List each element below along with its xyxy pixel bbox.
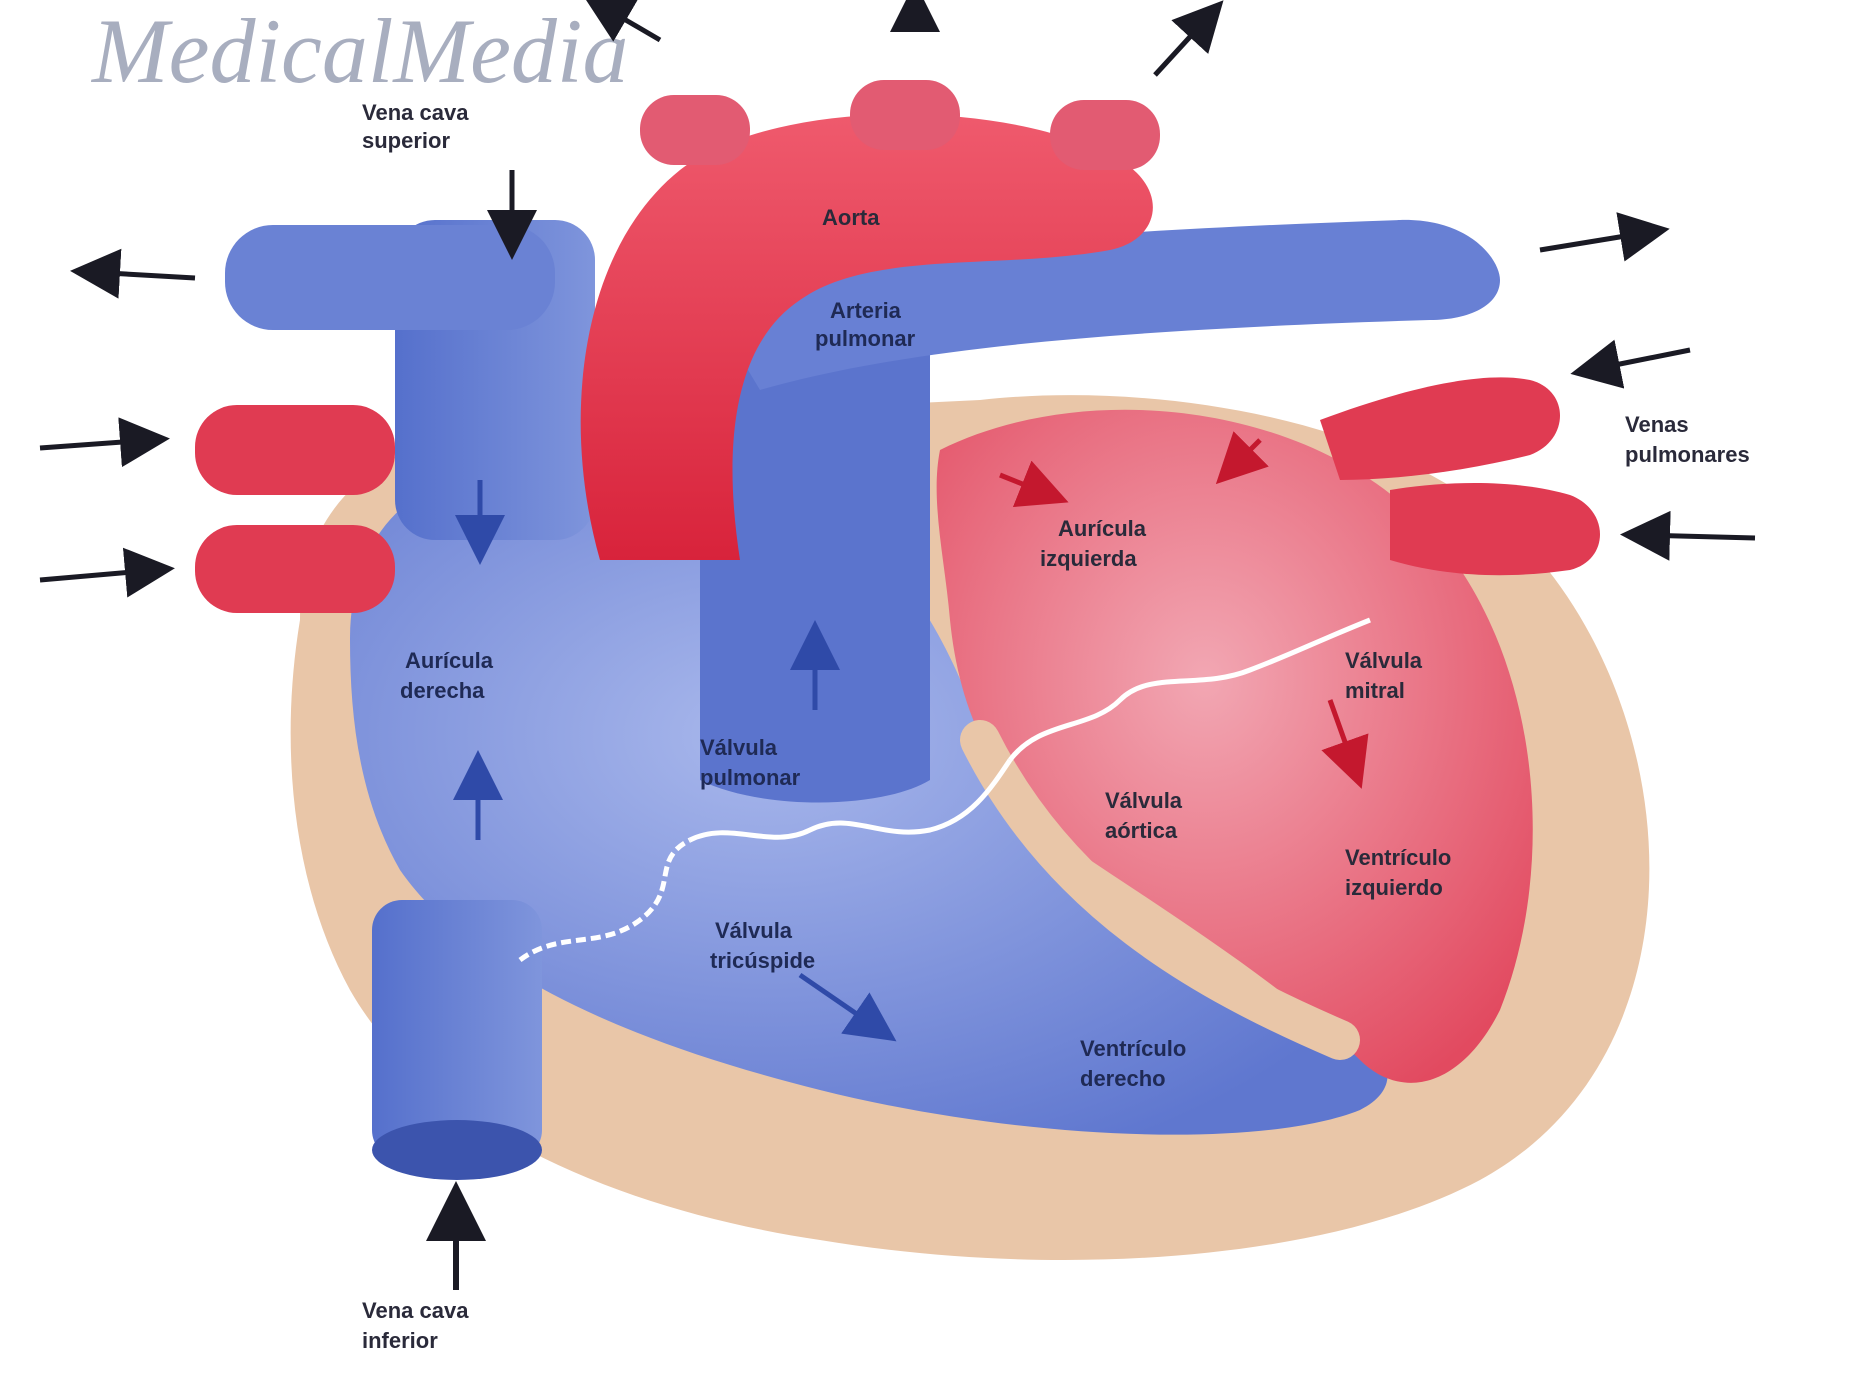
left-pulmonary-vein-upper [1320, 377, 1560, 480]
brachiocephalic-vein [225, 225, 555, 330]
label-pv-line2: pulmonares [1625, 442, 1750, 467]
label-svc-line2: superior [362, 128, 450, 153]
arrow-lpv-upper-in [1590, 350, 1690, 370]
aortic-branch-1 [640, 95, 750, 165]
label-av-line2: aórtica [1105, 818, 1178, 843]
aortic-branch-3 [1050, 100, 1160, 170]
label-tv-line1: Válvula [715, 918, 793, 943]
watermark-text: MedicalMedia [90, 0, 628, 102]
aortic-branch-2 [850, 80, 960, 150]
arrow-rpv-lower-in [40, 570, 155, 580]
label-pulmonary-veins: Venas pulmonares [1625, 412, 1750, 467]
arrow-brachiocephalic-out [90, 272, 195, 278]
label-pv-line1: Venas [1625, 412, 1689, 437]
label-mv-line1: Válvula [1345, 648, 1423, 673]
label-aorta: Aorta [822, 205, 880, 230]
label-rv-line2: derecho [1080, 1066, 1166, 1091]
label-ra-line2: derecha [400, 678, 485, 703]
arrow-lpv-lower-in [1640, 535, 1755, 538]
right-pulmonary-vein-lower [195, 525, 395, 613]
label-mv-line2: mitral [1345, 678, 1405, 703]
arrow-aorta-branch-3 [1155, 15, 1210, 75]
label-pa-line2: pulmonar [815, 326, 916, 351]
label-pa-line1: Arteria [830, 298, 902, 323]
right-pulmonary-vein-upper [195, 405, 395, 495]
label-lv-line2: izquierdo [1345, 875, 1443, 900]
label-la-line1: Aurícula [1058, 516, 1147, 541]
label-rv-line1: Ventrículo [1080, 1036, 1186, 1061]
label-inferior-vena-cava: Vena cava inferior [362, 1298, 469, 1353]
inferior-vena-cava-opening [372, 1120, 542, 1180]
arrow-pulmonary-artery-out [1540, 232, 1650, 250]
label-tv-line2: tricúspide [710, 948, 815, 973]
left-pulmonary-vein-lower [1390, 483, 1600, 575]
label-ivc-line2: inferior [362, 1328, 438, 1353]
label-pv2-line1: Válvula [700, 735, 778, 760]
arrow-rpv-upper-in [40, 440, 150, 448]
label-ra-line1: Aurícula [405, 648, 494, 673]
label-lv-line1: Ventrículo [1345, 845, 1451, 870]
label-pv2-line2: pulmonar [700, 765, 801, 790]
label-svc-line1: Vena cava [362, 100, 469, 125]
label-la-line2: izquierda [1040, 546, 1137, 571]
label-superior-vena-cava: Vena cava superior [362, 100, 469, 153]
label-ivc-line1: Vena cava [362, 1298, 469, 1323]
label-av-line1: Válvula [1105, 788, 1183, 813]
